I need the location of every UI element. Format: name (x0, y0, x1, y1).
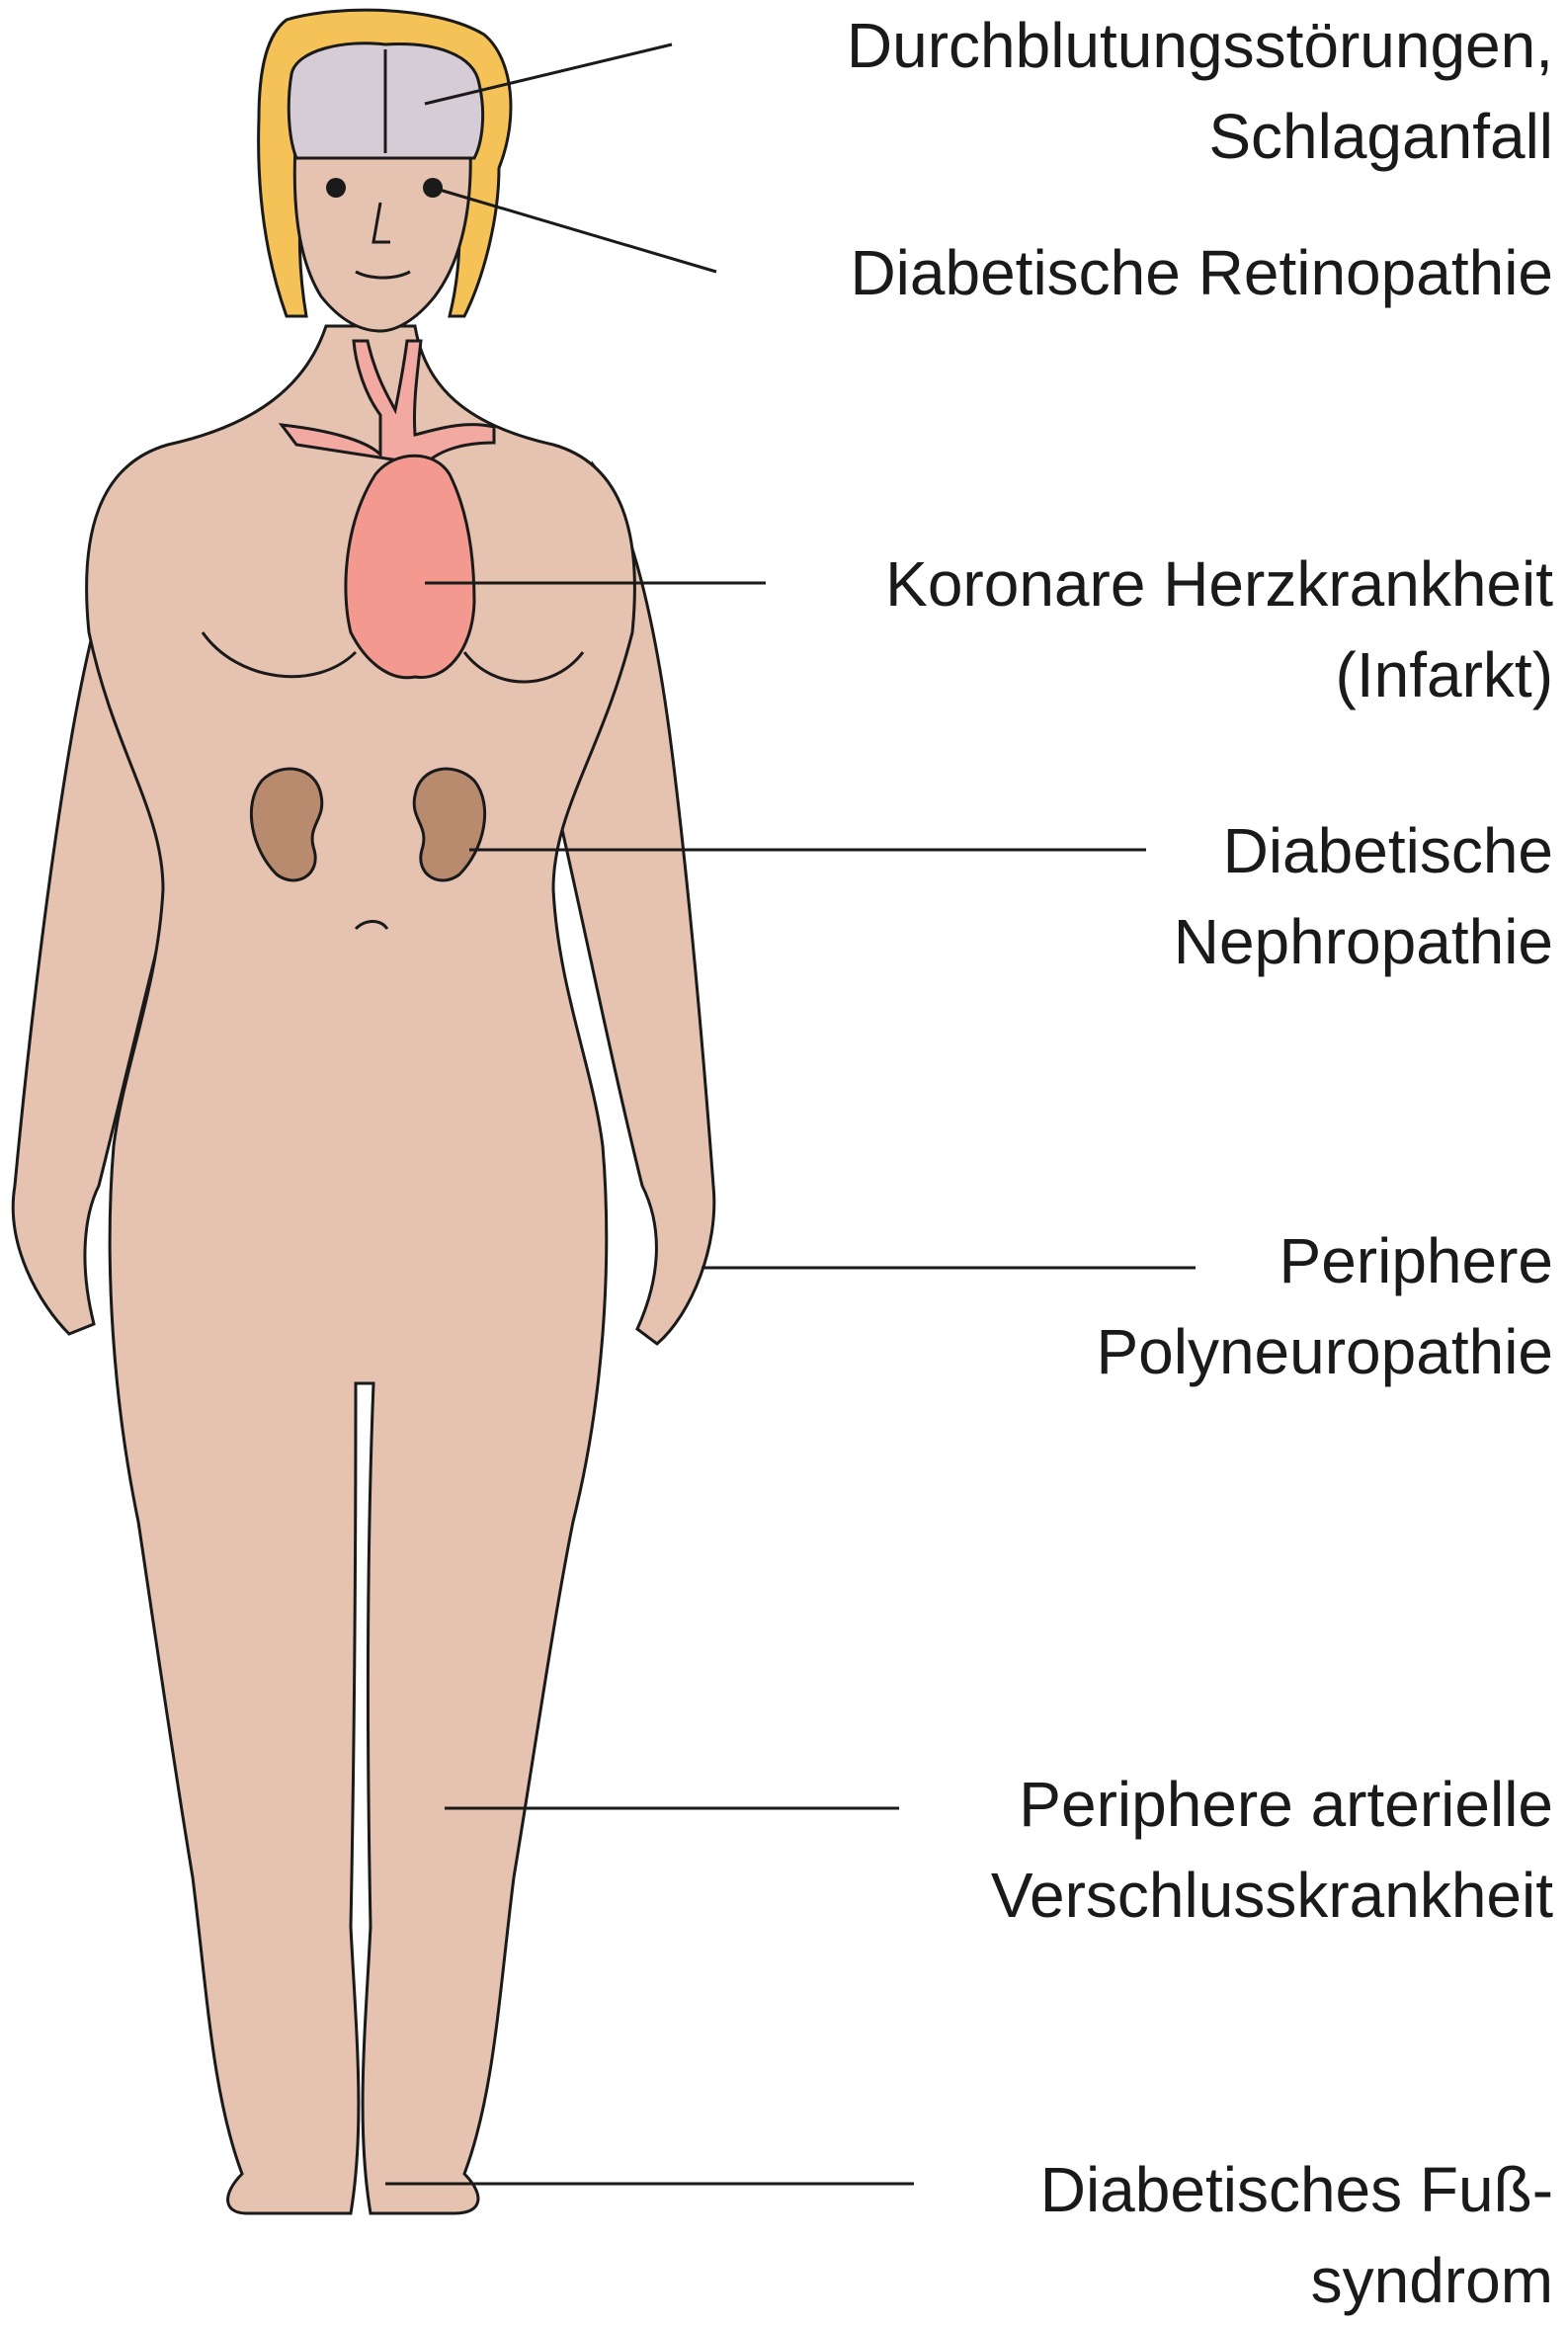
label-foot-line-2: syndrom (1040, 2235, 1553, 2326)
label-polyneuropathy: Periphere Polyneuropathie (1096, 1215, 1553, 1397)
label-nephropathy-line-1: Diabetische (1174, 805, 1553, 896)
label-polyneuropathy-line-1: Periphere (1096, 1215, 1553, 1306)
label-retinopathy: Diabetische Retinopathie (850, 227, 1553, 318)
label-heart: Koronare Herzkrankheit (Infarkt) (885, 539, 1553, 720)
label-pavk-line-2: Verschlusskrankheit (991, 1850, 1553, 1941)
label-stroke-line-1: Durchblutungsstörungen, (847, 0, 1553, 91)
label-nephropathy: Diabetische Nephropathie (1174, 805, 1553, 987)
label-polyneuropathy-line-2: Polyneuropathie (1096, 1306, 1553, 1397)
label-foot-line-1: Diabetisches Fuß- (1040, 2144, 1553, 2235)
label-stroke: Durchblutungsstörungen, Schlaganfall (847, 0, 1553, 182)
label-pavk: Periphere arterielle Verschlusskrankheit (991, 1759, 1553, 1941)
label-retinopathy-line-1: Diabetische Retinopathie (850, 227, 1553, 318)
label-stroke-line-2: Schlaganfall (847, 91, 1553, 182)
label-nephropathy-line-2: Nephropathie (1174, 896, 1553, 987)
label-heart-line-2: (Infarkt) (885, 629, 1553, 720)
left-eye (326, 178, 346, 198)
label-foot: Diabetisches Fuß- syndrom (1040, 2144, 1553, 2326)
label-heart-line-1: Koronare Herzkrankheit (885, 539, 1553, 629)
label-pavk-line-1: Periphere arterielle (991, 1759, 1553, 1850)
